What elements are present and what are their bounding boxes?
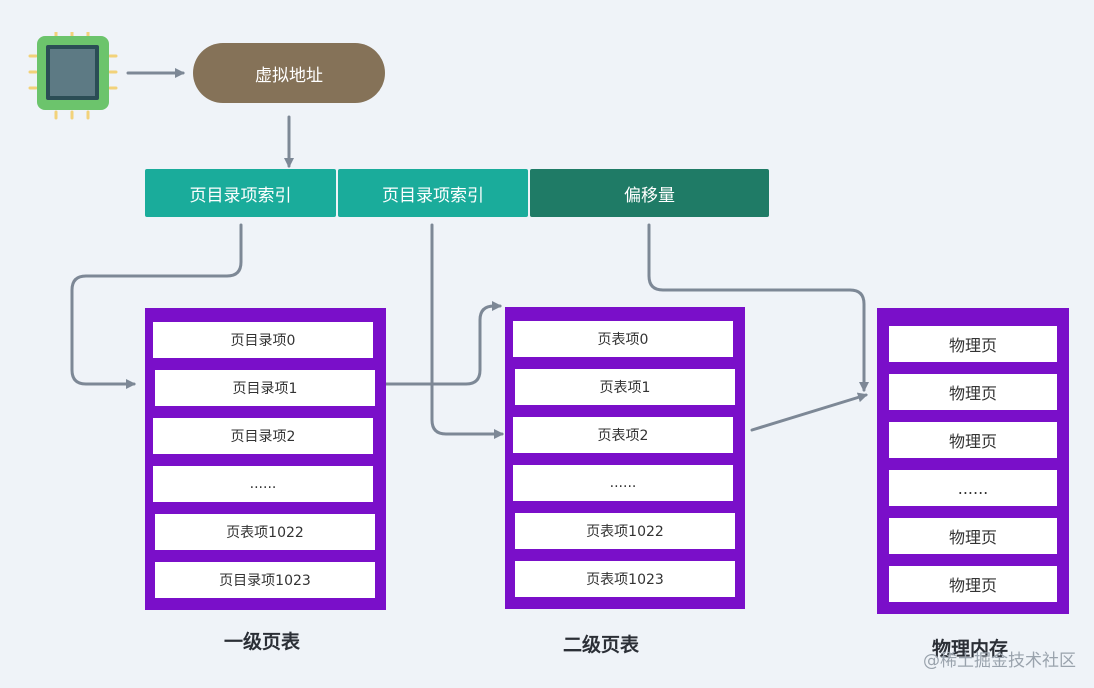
physical-caption: 物理内存: [932, 638, 1009, 660]
level1-caption: 一级页表: [224, 631, 301, 653]
cpu-icon: [28, 32, 118, 120]
level2-entry-1022: 页表项1022: [515, 513, 735, 549]
level2-page-table: 页表项0 页表项1 页表项2 ...... 页表项1022 页表项1023: [505, 307, 745, 609]
level2-entry-0: 页表项0: [513, 321, 733, 357]
level1-entry-ellipsis: ......: [153, 466, 373, 502]
physical-page-ellipsis: ......: [889, 470, 1057, 506]
level2-entry-2: 页表项2: [513, 417, 733, 453]
arrow-offset-to-physical: [647, 223, 869, 392]
level1-entry-0: 页目录项0: [153, 322, 373, 358]
offset-field: 偏移量: [530, 169, 769, 217]
virtual-address-node: 虚拟地址: [193, 43, 385, 103]
arrow-level2-to-physical: [750, 392, 868, 432]
physical-page-5: 物理页: [889, 566, 1057, 602]
level2-caption: 二级页表: [563, 634, 640, 656]
arrow-dir-index-to-level1: [70, 223, 243, 389]
arrow-dir-index2-to-level2: [430, 223, 504, 439]
physical-page-4: 物理页: [889, 518, 1057, 554]
level1-entry-1: 页目录项1: [155, 370, 375, 406]
level2-entry-1023: 页表项1023: [515, 561, 735, 597]
level1-entry-1023: 页目录项1023: [155, 562, 375, 598]
directory-index-field-1: 页目录项索引: [145, 169, 336, 217]
physical-page-2: 物理页: [889, 422, 1057, 458]
arrow-level1-to-level2: [383, 301, 502, 386]
level1-page-table: 页目录项0 页目录项1 页目录项2 ...... 页表项1022 页目录项102…: [145, 308, 386, 610]
watermark: @稀土掘金技术社区: [923, 651, 1076, 671]
level1-entry-2: 页目录项2: [153, 418, 373, 454]
directory-index-field-2: 页目录项索引: [338, 169, 528, 217]
level2-entry-1: 页表项1: [515, 369, 735, 405]
level1-entry-1022: 页表项1022: [155, 514, 375, 550]
physical-page-1: 物理页: [889, 374, 1057, 410]
level2-entry-ellipsis: ......: [513, 465, 733, 501]
physical-page-0: 物理页: [889, 326, 1057, 362]
physical-memory: 物理页 物理页 物理页 ...... 物理页 物理页: [877, 308, 1069, 614]
